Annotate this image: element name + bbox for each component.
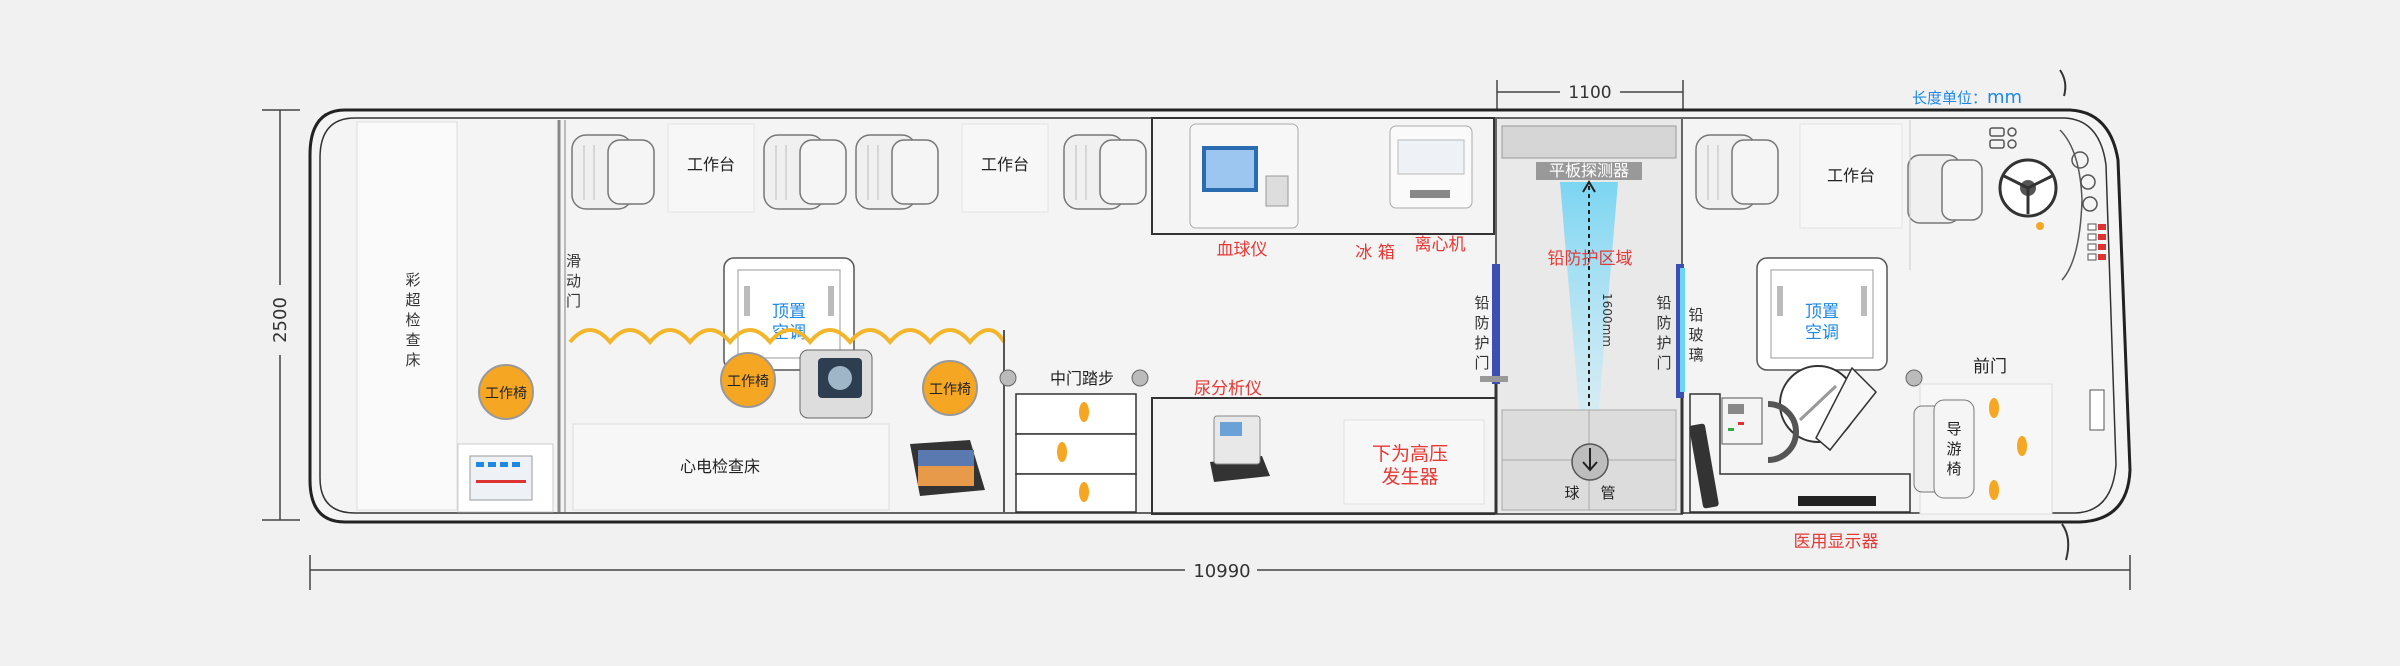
svg-text:工作椅: 工作椅: [929, 382, 971, 398]
window-dimension: 1100: [1568, 83, 1611, 103]
work-chair-3: 工作椅: [922, 360, 978, 416]
svg-text:顶置: 顶置: [772, 302, 806, 322]
length-dimension: 10990: [1193, 561, 1250, 582]
flat-panel-detector: 平板探测器: [1501, 125, 1677, 180]
svg-text:防: 防: [1656, 314, 1671, 332]
work-chair-2: 工作椅: [720, 352, 776, 408]
svg-text:动: 动: [566, 272, 581, 290]
middle-door-steps: [1015, 393, 1137, 513]
svg-text:下为高压: 下为高压: [1372, 443, 1448, 465]
svg-text:顶置: 顶置: [1805, 302, 1839, 322]
urine-analyzer-label: 尿分析仪: [1194, 379, 1262, 399]
beam-distance-label: 1600mm: [1600, 293, 1614, 347]
tour-guide-chair: 导 游 椅: [1913, 399, 1975, 499]
svg-text:铅: 铅: [1688, 306, 1703, 324]
svg-text:导: 导: [1946, 420, 1961, 438]
svg-text:工作椅: 工作椅: [485, 386, 527, 402]
steering-wheel-icon: [1998, 158, 2058, 218]
medical-display-label: 医用显示器: [1794, 532, 1879, 552]
roof-ac-rear: 顶置 空调: [723, 257, 855, 371]
svg-text:超: 超: [405, 291, 420, 309]
svg-text:铅: 铅: [1656, 294, 1671, 312]
unit-label: 长度单位：mm: [1912, 87, 2022, 108]
svg-text:铅: 铅: [1474, 294, 1489, 312]
svg-text:心电检查床: 心电检查床: [680, 457, 760, 476]
svg-text:门: 门: [1656, 354, 1671, 372]
svg-text:门: 门: [1474, 354, 1489, 372]
svg-text:玻: 玻: [1688, 326, 1703, 344]
ecg-bed: 心电检查床: [572, 423, 890, 511]
ecg-machine-icon: [457, 443, 554, 513]
laptop-icon: [910, 440, 985, 496]
svg-text:工作椅: 工作椅: [727, 374, 769, 390]
width-dimension: 2500: [270, 297, 291, 343]
svg-text:查: 查: [405, 331, 420, 349]
svg-text:工作台: 工作台: [687, 155, 735, 174]
hv-generator: 下为高压 发生器: [1343, 419, 1485, 505]
svg-text:检: 检: [405, 311, 420, 329]
svg-text:游: 游: [1946, 440, 1961, 458]
blood-analyzer-icon: [1189, 123, 1299, 229]
svg-text:门: 门: [566, 292, 581, 310]
svg-text:防: 防: [1474, 314, 1489, 332]
svg-text:护: 护: [1474, 334, 1489, 352]
workbench-3: 工作台: [1799, 123, 1903, 229]
svg-text:平板探测器: 平板探测器: [1549, 161, 1629, 180]
fridge-label: 冰 箱: [1355, 243, 1394, 263]
svg-text:空调: 空调: [772, 323, 806, 343]
lead-glass-label: 铅 玻 璃: [1688, 306, 1703, 364]
centrifuge-label: 离心机: [1415, 235, 1466, 255]
svg-text:球: 球: [1564, 484, 1579, 502]
sliding-door-label: 滑 动 门: [566, 252, 581, 310]
svg-text:工作台: 工作台: [1827, 166, 1875, 185]
front-door-label: 前门: [1973, 357, 2007, 377]
svg-text:璃: 璃: [1688, 346, 1703, 364]
dashboard-buttons: [2087, 223, 2106, 261]
svg-text:管: 管: [1600, 484, 1615, 502]
svg-text:工作台: 工作台: [981, 155, 1029, 174]
ultrasound-machine-icon: [799, 349, 873, 419]
svg-text:护: 护: [1656, 334, 1671, 352]
svg-text:空调: 空调: [1805, 323, 1839, 343]
ultrasound-bed-label: 彩 超 检 查 床: [405, 271, 420, 369]
centrifuge-icon: [1389, 125, 1473, 209]
blood-analyzer-label: 血球仪: [1217, 240, 1268, 260]
svg-text:椅: 椅: [1946, 460, 1961, 478]
svg-text:彩: 彩: [405, 271, 420, 289]
lead-protection-zone-label: 铅防护区域: [1548, 249, 1633, 269]
svg-text:滑: 滑: [566, 252, 581, 270]
workbench-2: 工作台: [961, 123, 1049, 213]
svg-text:发生器: 发生器: [1381, 466, 1438, 488]
middle-step-label: 中门踏步: [1050, 369, 1114, 388]
lead-door-right-label: 铅 防 护 门: [1656, 294, 1671, 372]
workbench-1: 工作台: [667, 123, 755, 213]
vehicle-inner-wall: [319, 117, 2117, 514]
lead-door-left-label: 铅 防 护 门: [1474, 294, 1489, 372]
control-console-icon: [1689, 397, 1876, 509]
roof-ac-front: 顶置 空调: [1756, 257, 1888, 371]
work-chair-1: 工作椅: [478, 364, 534, 420]
svg-text:床: 床: [405, 351, 420, 369]
xray-tube-area: 球 管: [1501, 409, 1677, 511]
privacy-curtain: [568, 328, 1006, 346]
dashboard-icon: [1989, 127, 2098, 281]
passenger-seats: [571, 134, 1983, 224]
lead-door-left: [1492, 264, 1500, 384]
urine-analyzer-icon: [1210, 415, 1270, 482]
